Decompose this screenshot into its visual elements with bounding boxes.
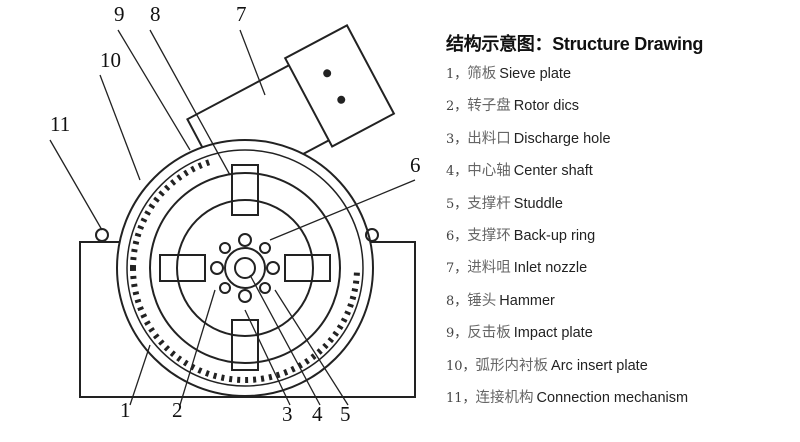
legend-item-cn: 支撑环 <box>467 227 511 244</box>
callout-2: 2 <box>172 398 183 422</box>
callout-6: 6 <box>410 153 421 177</box>
legend-item-cn: 中心轴 <box>467 163 511 180</box>
legend-item-cn: 筛板 <box>467 66 497 82</box>
legend-item-num: 11， <box>446 390 476 406</box>
legend-item-num: 10， <box>446 358 476 374</box>
crusher-diagram <box>49 24 416 406</box>
legend-item-en: Inlet nozzle <box>513 260 588 277</box>
legend-item-cn: 反击板 <box>467 325 511 342</box>
legend-item-cn: 弧形内衬板 <box>475 357 549 374</box>
arc-insert-plate <box>126 149 364 387</box>
legend-item-cn: 进料咀 <box>467 260 511 277</box>
legend-item-en: Center shaft <box>513 163 593 180</box>
legend-item-num: 9， <box>446 326 468 342</box>
callout-8: 8 <box>150 2 161 26</box>
callout-3: 3 <box>282 402 293 426</box>
callout-11: 11 <box>50 112 71 136</box>
connection-right <box>365 228 379 242</box>
callout-1: 1 <box>120 398 131 422</box>
callout-7: 7 <box>236 2 247 26</box>
legend-item-en: Hammer <box>499 292 555 309</box>
legend-item-en: Rotor dics <box>513 98 580 115</box>
legend-item-en: Connection mechanism <box>536 389 689 406</box>
rotor-disc <box>176 199 314 337</box>
legend-item-num: 8， <box>446 293 468 309</box>
legend-item-en: Impact plate <box>513 325 593 342</box>
legend-item-num: 1， <box>446 67 468 82</box>
legend-item-cn: 出料口 <box>467 130 511 147</box>
legend-item-cn: 支撑杆 <box>467 195 511 212</box>
legend-title: 结构示意图：Structure Drawing <box>446 34 704 54</box>
legend-item-cn: 转子盘 <box>467 98 511 115</box>
callout-4: 4 <box>312 402 323 426</box>
legend-item-cn: 连接机构 <box>475 389 534 406</box>
sieve-plate <box>130 267 360 383</box>
legend-item-num: 4， <box>446 164 468 180</box>
legend-item-cn: 锤头 <box>467 292 497 309</box>
callout-9: 9 <box>114 2 125 26</box>
center-shaft <box>224 247 266 289</box>
impact-plate <box>130 158 214 269</box>
legend-item-en: Back-up ring <box>513 227 596 244</box>
legend-item-en: Discharge hole <box>513 130 611 147</box>
legend-item-num: 3， <box>446 131 468 147</box>
callout-10: 10 <box>100 48 121 72</box>
legend-item-num: 2， <box>446 99 468 115</box>
legend-item-en: Sieve plate <box>499 66 572 82</box>
legend-item-en: Arc insert plate <box>551 357 648 374</box>
legend-item-num: 6， <box>446 228 468 244</box>
callout-5: 5 <box>340 402 351 426</box>
legend-item-num: 7， <box>446 261 468 277</box>
legend-item-en: Studdle <box>513 195 563 212</box>
legend-item-num: 5， <box>446 196 468 212</box>
connection-left <box>95 228 109 242</box>
